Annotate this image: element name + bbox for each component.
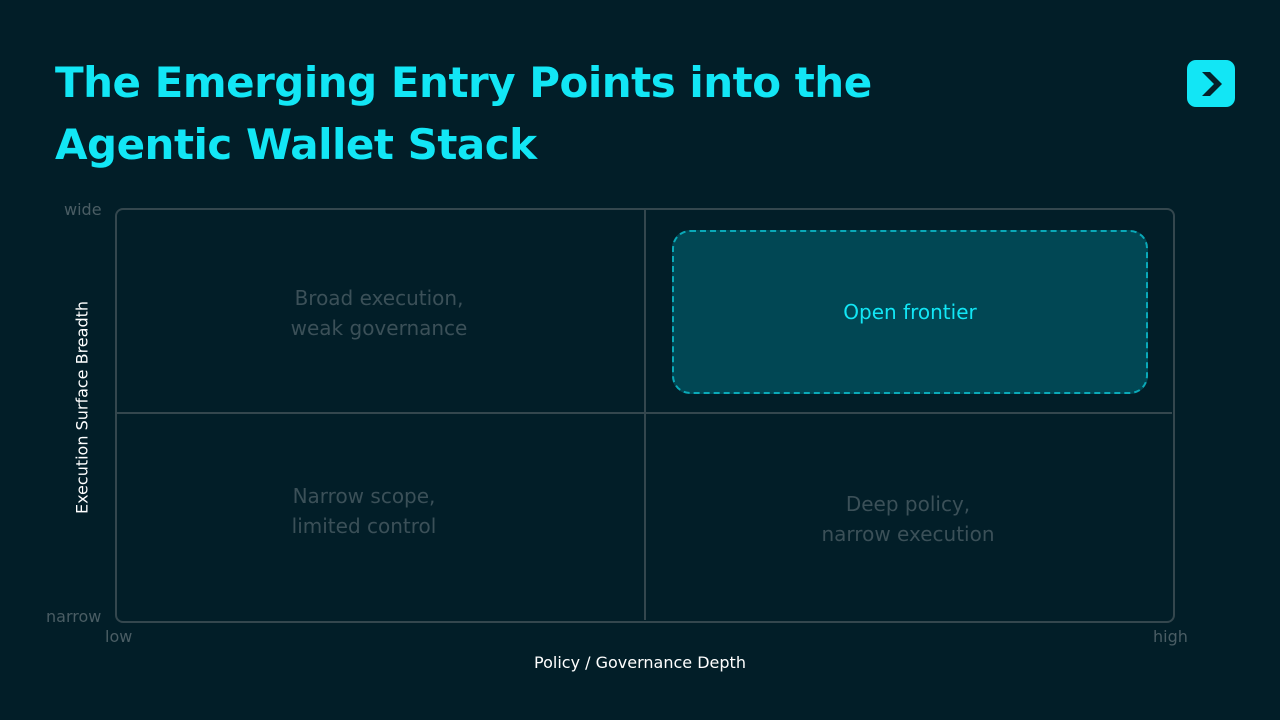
quadrant-line: Broad execution,: [294, 286, 464, 310]
x-axis-label: Policy / Governance Depth: [0, 653, 1280, 672]
quadrant-line: weak governance: [290, 316, 468, 340]
y-tick-low: narrow: [46, 607, 102, 626]
y-tick-high: wide: [64, 200, 102, 219]
quadrant-line: limited control: [291, 514, 437, 538]
y-axis-label: Execution Surface Breadth: [72, 300, 92, 515]
page-title: The Emerging Entry Points into the Agent…: [55, 58, 872, 169]
quadrant-bottom-left: Narrow scope, limited control: [164, 481, 564, 541]
quadrant-top-left: Broad execution, weak governance: [179, 283, 579, 343]
next-button[interactable]: [1187, 60, 1235, 107]
quadrant-top-right-highlight: Open frontier: [672, 230, 1148, 394]
quadrant-top-right: Open frontier: [843, 300, 977, 324]
quadrant-bottom-right: Deep policy, narrow execution: [708, 489, 1108, 549]
quadrant-line: Deep policy,: [845, 492, 971, 516]
quadrant-line: Narrow scope,: [292, 484, 436, 508]
chevron-right-icon: [1202, 71, 1222, 96]
horizontal-divider: [116, 412, 1172, 414]
vertical-divider: [644, 209, 646, 620]
quadrant-line: narrow execution: [821, 522, 995, 546]
x-tick-high: high: [1153, 627, 1188, 646]
x-tick-low: low: [105, 627, 133, 646]
x-axis-label-text: Policy / Governance Depth: [534, 653, 746, 672]
